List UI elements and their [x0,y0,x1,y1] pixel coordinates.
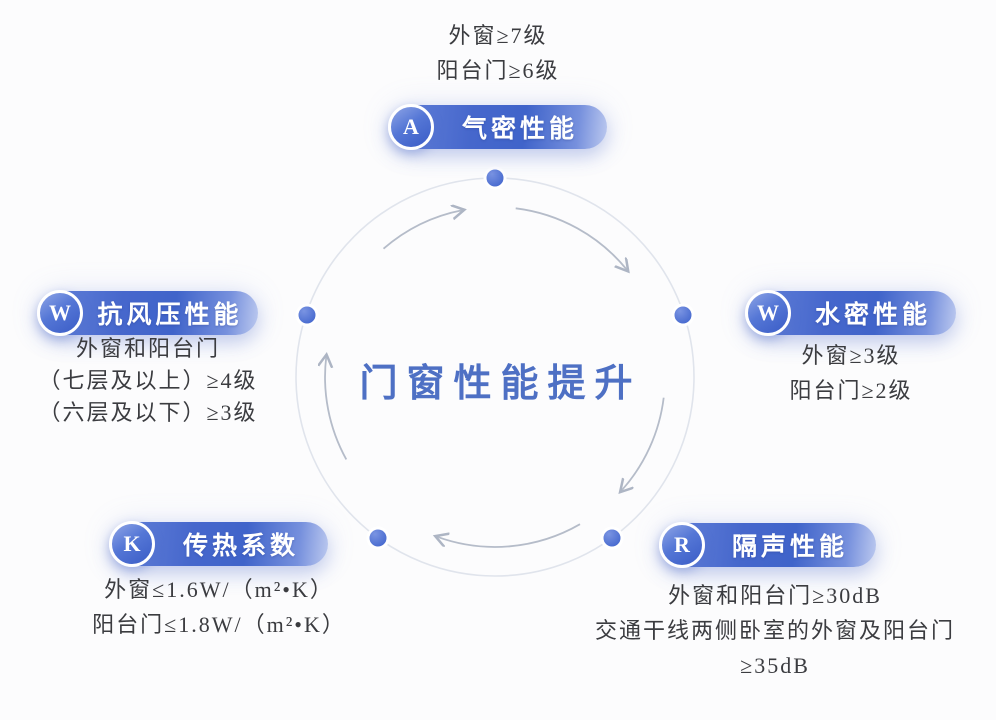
detail-line: 交通干线两侧卧室的外窗及阳台门 [594,618,955,643]
wind-pressure-details: 外窗和阳台门 （七层及以上）≥4级 （六层及以下）≥3级 [16,333,280,429]
detail-line: 外窗≤1.6W/（m²•K） [104,577,334,602]
water-tightness-label: 水密性能 [814,302,931,329]
cycle-node-dot-bottom-left [366,526,390,550]
sound-insulation-badge: R [659,522,705,568]
water-tightness-details: 外窗≥3级 阳台门≥2级 [751,338,951,408]
cycle-arrow-top-left [382,210,463,250]
air-tightness-label: 气密性能 [461,116,578,143]
badge-letter: W [49,300,71,325]
cycle-node-dot-right [671,303,695,327]
cycle-node-dot-top [483,166,507,190]
badge-letter: A [403,114,419,139]
badge-letter: W [757,300,779,325]
sound-insulation-pill: R 隔声性能 [659,522,876,568]
cycle-node-dot-left [295,303,319,327]
detail-line: 外窗和阳台门 [75,336,220,361]
detail-line: 外窗和阳台门≥30dB [668,583,882,608]
air-tightness-badge: A [388,104,434,150]
detail-line: 外窗≥7级 [448,23,548,48]
heat-transfer-label: 传热系数 [182,533,299,560]
sound-insulation-details: 外窗和阳台门≥30dB 交通干线两侧卧室的外窗及阳台门 ≥35dB [593,578,957,683]
detail-line: （六层及以下）≥3级 [38,400,258,425]
badge-letter: K [123,531,141,556]
wind-pressure-pill: W 抗风压性能 [37,290,258,336]
heat-transfer-badge: K [109,521,155,567]
water-tightness-pill: W 水密性能 [745,290,956,336]
detail-line: 阳台门≥2级 [789,378,913,403]
sound-insulation-label: 隔声性能 [731,534,848,561]
diagram-title: 门窗性能提升 [359,363,642,405]
detail-line: 外窗≥3级 [801,343,901,368]
detail-line: （七层及以上）≥4级 [38,368,258,393]
cycle-arrow-left [325,356,348,460]
cycle-arrow-right [621,397,665,491]
cycle-node-dot-bottom-right [600,526,624,550]
wind-pressure-label: 抗风压性能 [97,302,243,329]
wind-pressure-badge: W [37,290,83,336]
water-tightness-badge: W [745,290,791,336]
badge-letter: R [674,532,690,557]
heat-transfer-details: 外窗≤1.6W/（m²•K） 阳台门≤1.8W/（m²•K） [58,572,380,642]
air-tightness-details: 外窗≥7级 阳台门≥6级 [330,18,666,88]
cycle-arrow-bottom [437,523,581,548]
detail-line: 阳台门≤1.8W/（m²•K） [92,612,346,637]
heat-transfer-pill: K 传热系数 [109,521,328,567]
detail-line: ≥35dB [740,653,810,678]
detail-line: 阳台门≥6级 [436,58,560,83]
air-tightness-pill: A 气密性能 [388,104,607,150]
cycle-arrow-top-right [515,207,627,270]
